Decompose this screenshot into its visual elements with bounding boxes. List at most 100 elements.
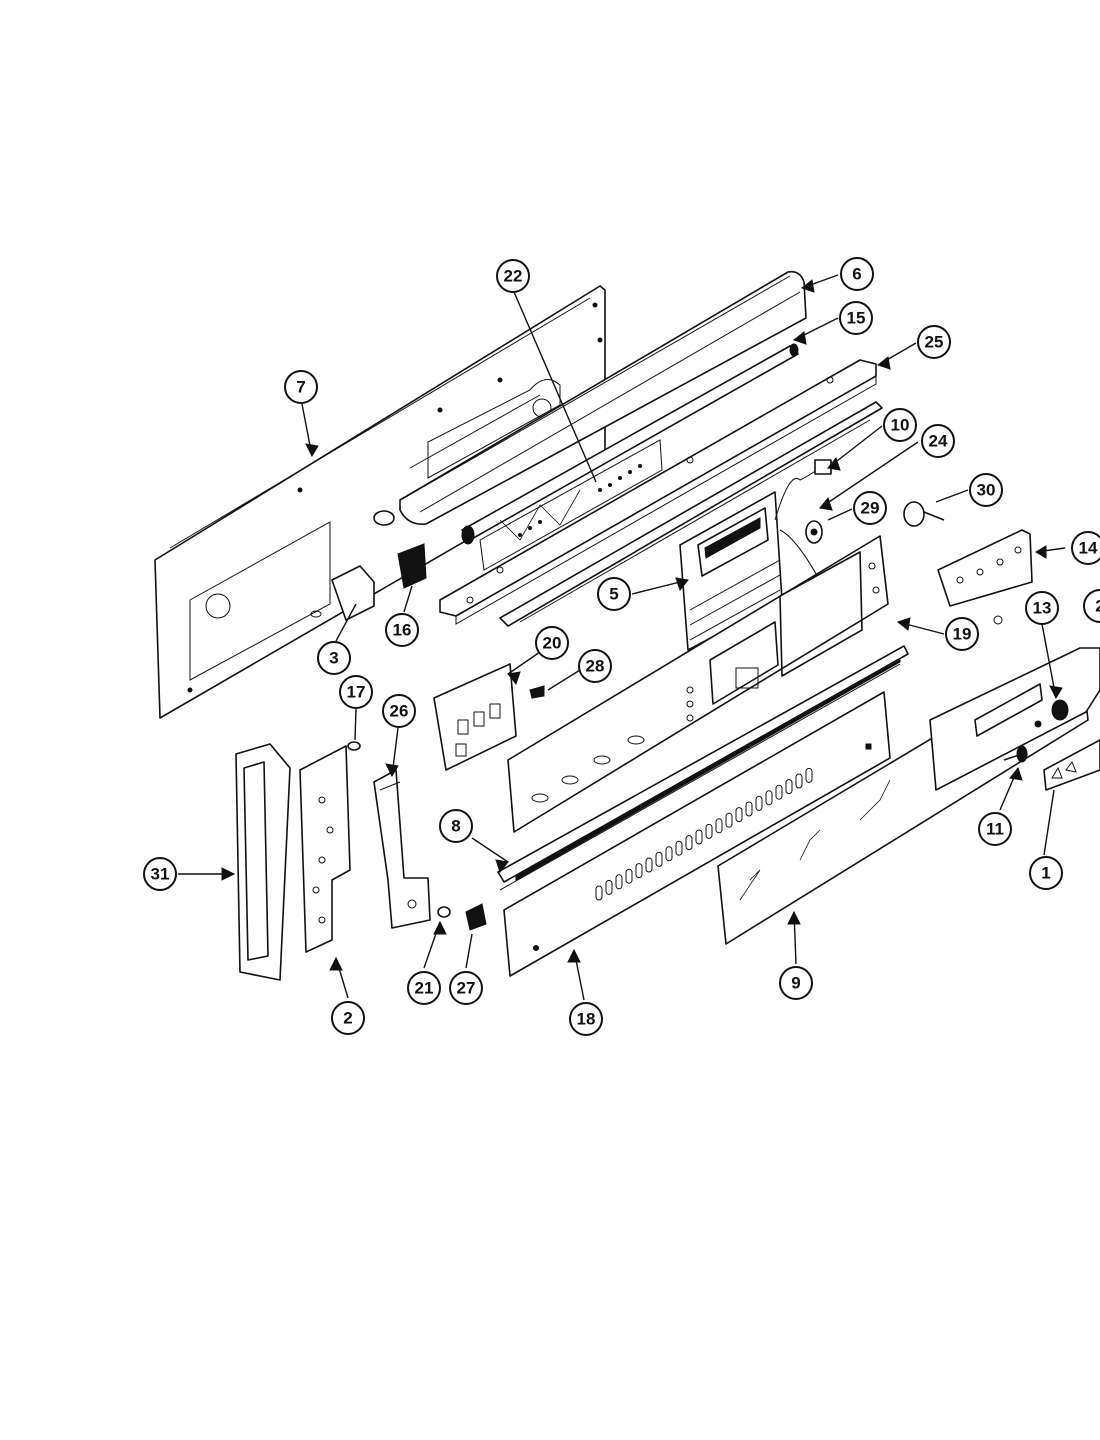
svg-text:25: 25 bbox=[925, 333, 944, 352]
svg-text:7: 7 bbox=[296, 378, 305, 397]
svg-text:2: 2 bbox=[343, 1009, 352, 1028]
callout-22: 22 bbox=[496, 259, 530, 293]
svg-text:30: 30 bbox=[977, 481, 996, 500]
callout-10: 10 bbox=[883, 408, 917, 442]
svg-text:5: 5 bbox=[609, 585, 618, 604]
vent-slot bbox=[625, 868, 633, 884]
part-18-vent-strip bbox=[503, 691, 891, 977]
vent-slot bbox=[615, 874, 623, 890]
callout-19: 19 bbox=[945, 617, 979, 651]
vent-slot bbox=[595, 885, 603, 901]
svg-text:20: 20 bbox=[543, 634, 562, 653]
svg-text:11: 11 bbox=[986, 820, 1004, 839]
vent-slot bbox=[675, 840, 683, 856]
vent-slot bbox=[685, 835, 693, 851]
part-20-relay-board bbox=[433, 663, 517, 771]
part-21-screw bbox=[437, 906, 451, 918]
svg-text:21: 21 bbox=[415, 979, 434, 998]
part-28-screw bbox=[529, 685, 545, 699]
vent-slot bbox=[655, 851, 663, 867]
vent-slot bbox=[605, 879, 613, 895]
vent-slot bbox=[755, 795, 763, 811]
part-31-end-cap bbox=[235, 743, 291, 981]
callout-20: 20 bbox=[535, 626, 569, 660]
vent-slot bbox=[785, 779, 793, 795]
svg-text:13: 13 bbox=[1033, 599, 1052, 618]
svg-text:28: 28 bbox=[586, 657, 605, 676]
svg-text:19: 19 bbox=[953, 625, 972, 644]
part-6-top-trim bbox=[399, 270, 807, 526]
svg-text:15: 15 bbox=[847, 309, 866, 328]
vent-slot bbox=[635, 863, 643, 879]
vent-slot bbox=[665, 846, 673, 862]
part-mid-rail bbox=[499, 401, 883, 627]
callout-26: 26 bbox=[382, 694, 416, 728]
svg-text:9: 9 bbox=[791, 974, 800, 993]
part-14-bracket bbox=[937, 529, 1033, 625]
part-11-screw bbox=[1003, 745, 1028, 763]
callout-2-right: 2 bbox=[1083, 589, 1100, 623]
part-29-clip bbox=[805, 520, 823, 544]
svg-text:22: 22 bbox=[504, 267, 523, 286]
part-13-knob bbox=[1034, 699, 1069, 728]
part-17-nut bbox=[347, 741, 361, 751]
part-27-knob bbox=[465, 903, 487, 931]
callout-21: 21 bbox=[407, 971, 441, 1005]
arrowheads bbox=[221, 279, 1063, 971]
callout-25: 25 bbox=[917, 325, 951, 359]
svg-text:18: 18 bbox=[577, 1010, 596, 1029]
callout-3: 3 bbox=[317, 641, 351, 675]
svg-text:10: 10 bbox=[891, 416, 910, 435]
callout-31: 31 bbox=[143, 857, 177, 891]
vent-slot bbox=[805, 767, 813, 783]
svg-text:6: 6 bbox=[852, 265, 861, 284]
vent-slot bbox=[735, 807, 743, 823]
svg-text:16: 16 bbox=[393, 621, 412, 640]
svg-text:26: 26 bbox=[390, 702, 409, 721]
leader-lines bbox=[178, 274, 1066, 1001]
svg-text:29: 29 bbox=[861, 499, 880, 518]
svg-text:1: 1 bbox=[1041, 864, 1050, 883]
callout-18: 18 bbox=[569, 1002, 603, 1036]
callout-15: 15 bbox=[839, 301, 873, 335]
part-2-side-bracket bbox=[299, 745, 351, 953]
part-3-bracket bbox=[310, 565, 375, 621]
callout-8: 8 bbox=[439, 809, 473, 843]
part-10-harness bbox=[774, 459, 832, 601]
part-1-fascia bbox=[929, 647, 1100, 791]
vent-slot bbox=[695, 829, 703, 845]
svg-text:31: 31 bbox=[151, 865, 170, 884]
svg-text:2: 2 bbox=[1095, 597, 1100, 616]
vent-slot bbox=[725, 812, 733, 828]
callout-30: 30 bbox=[969, 473, 1003, 507]
part-8-lower-rail bbox=[497, 645, 909, 891]
part-15-tube bbox=[461, 343, 799, 545]
part-30-switch bbox=[903, 501, 945, 527]
part-16-fan bbox=[373, 510, 427, 589]
vent-slot bbox=[795, 773, 803, 789]
svg-text:17: 17 bbox=[347, 683, 366, 702]
vent-slot bbox=[705, 823, 713, 839]
vent-slot bbox=[775, 784, 783, 800]
vent-slot bbox=[745, 801, 753, 817]
part-25-rail bbox=[439, 359, 877, 625]
svg-text:24: 24 bbox=[929, 432, 948, 451]
callout-2: 2 bbox=[331, 1001, 365, 1035]
callout-16: 16 bbox=[385, 613, 419, 647]
callout-28: 28 bbox=[578, 649, 612, 683]
callout-13: 13 bbox=[1025, 591, 1059, 625]
svg-text:8: 8 bbox=[451, 817, 460, 836]
callout-1: 1 bbox=[1029, 856, 1063, 890]
callout-7: 7 bbox=[284, 370, 318, 404]
callout-6: 6 bbox=[840, 257, 874, 291]
part-22-vent bbox=[479, 439, 663, 571]
callout-5: 5 bbox=[597, 577, 631, 611]
callout-9: 9 bbox=[779, 966, 813, 1000]
vent-slot bbox=[645, 857, 653, 873]
callout-24: 24 bbox=[921, 424, 955, 458]
callout-27: 27 bbox=[449, 971, 483, 1005]
callout-14: 14 bbox=[1071, 531, 1100, 565]
callout-29: 29 bbox=[853, 491, 887, 525]
callout-11: 11 bbox=[978, 812, 1012, 846]
svg-text:27: 27 bbox=[457, 979, 476, 998]
